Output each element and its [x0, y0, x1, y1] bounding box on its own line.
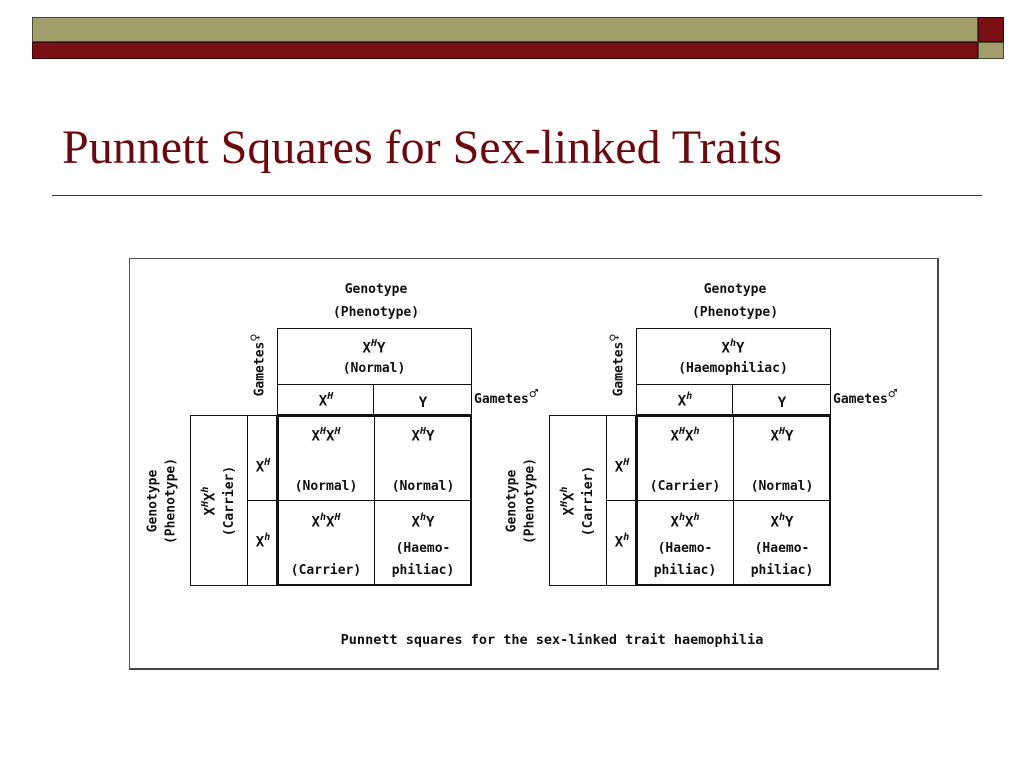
- sq2-female-gametes-label: Gametes♀: [607, 333, 627, 397]
- sq1-left-genotype-phenotype-header: Genotype (Phenotype): [145, 457, 178, 545]
- header-corner-square-maroon: [978, 17, 1004, 42]
- sq1-father-gamete-1: XH: [318, 391, 334, 410]
- sq1-mother-box: [190, 415, 248, 586]
- sq2-mother-labels: XHXh (Carrier): [558, 465, 596, 537]
- punnett-figure: Genotype (Phenotype) XHY (Normal) XH Y G…: [129, 258, 939, 670]
- sq2-offspring-r2c1-genotype: XhXh: [670, 512, 700, 531]
- sq2-offspring-r2c2-phenotype-line2: philiac): [750, 563, 814, 578]
- sq1-female-gametes-label: Gametes♀: [248, 333, 268, 397]
- sq1-grid-hline: [277, 500, 472, 501]
- sq1-father-gamete-2: Y: [418, 395, 428, 411]
- sq2-offspring-r2c2-phenotype-line1: (Haemo-: [754, 541, 810, 556]
- sq1-father-genotype: XHY: [362, 338, 386, 357]
- header-band-maroon: [32, 42, 978, 59]
- sq1-mother-gamete-1-cell: [248, 415, 277, 501]
- sq2-offspring-r2c1-phenotype-line1: (Haemo-: [657, 541, 713, 556]
- sq2-offspring-r2c1-phenotype-line2: philiac): [653, 563, 717, 578]
- sq2-male-gametes-label: Gametes♂: [833, 387, 898, 407]
- sq1-phenotype-header: (Phenotype): [332, 305, 420, 320]
- male-symbol-icon: ♂: [528, 387, 539, 400]
- sq2-father-gamete-1: Xh: [677, 391, 693, 410]
- sq2-offspring-r1c2-genotype: XHY: [770, 426, 794, 445]
- sq2-mother-gamete-2-cell: [607, 501, 636, 586]
- sq1-mother-gamete-2-cell: [248, 501, 277, 586]
- sq1-mother-labels: XHXh (Carrier): [199, 465, 237, 537]
- sq2-mother-gamete-1-cell: [607, 415, 636, 501]
- sq1-mother-gamete-2: Xh: [255, 532, 271, 551]
- male-symbol-icon: ♂: [887, 387, 898, 400]
- sq2-grid-hline: [636, 500, 831, 501]
- figure-caption: Punnett squares for the sex-linked trait…: [340, 632, 764, 648]
- sq1-offspring-r2c1-phenotype: (Carrier): [290, 563, 362, 578]
- sq1-offspring-r2c2-phenotype-line2: philiac): [391, 563, 455, 578]
- sq2-genotype-header: Genotype: [703, 282, 767, 297]
- sq1-father-phenotype: (Normal): [342, 361, 406, 376]
- sq2-father-gamete-2-cell: [733, 385, 831, 415]
- sq2-offspring-r1c1-genotype: XHXh: [670, 426, 700, 445]
- sq2-offspring-r1c2-phenotype: (Normal): [750, 479, 814, 494]
- sq1-father-gamete-2-cell: [374, 385, 472, 415]
- sq2-phenotype-header: (Phenotype): [691, 305, 779, 320]
- sq1-male-gametes-label: Gametes♂: [474, 387, 539, 407]
- title-divider: [52, 195, 982, 196]
- sq1-mother-gamete-1: XH: [255, 457, 271, 476]
- sq1-offspring-r1c1-phenotype: (Normal): [294, 479, 358, 494]
- header-band-olive: [32, 17, 978, 42]
- sq2-father-box: [636, 328, 831, 385]
- sq2-father-gamete-2: Y: [777, 395, 787, 411]
- sq1-offspring-r1c2-genotype: XHY: [411, 426, 435, 445]
- sq2-mother-gamete-1: XH: [614, 457, 630, 476]
- sq2-mother-box: [549, 415, 607, 586]
- sq1-offspring-r1c2-phenotype: (Normal): [391, 479, 455, 494]
- sq1-offspring-r2c1-genotype: XhXH: [311, 512, 341, 531]
- sq1-father-box: [277, 328, 472, 385]
- sq2-left-genotype-phenotype-header: Genotype (Phenotype): [504, 457, 537, 545]
- sq1-offspring-r1c1-genotype: XHXH: [311, 426, 341, 445]
- sq2-father-gamete-1-cell: [636, 385, 733, 415]
- sq1-offspring-r2c2-phenotype-line1: (Haemo-: [395, 541, 451, 556]
- female-symbol-icon: ♀: [607, 333, 621, 342]
- female-symbol-icon: ♀: [248, 333, 262, 342]
- sq2-father-genotype: XhY: [721, 338, 745, 357]
- sq2-father-phenotype: (Haemophiliac): [678, 361, 788, 376]
- sq1-genotype-header: Genotype: [344, 282, 408, 297]
- sq2-mother-gamete-2: Xh: [614, 532, 630, 551]
- slide-title: Punnett Squares for Sex-linked Traits: [62, 121, 782, 174]
- sq1-father-gamete-1-cell: [277, 385, 374, 415]
- sq2-offspring-r1c1-phenotype: (Carrier): [649, 479, 721, 494]
- header-corner-square-olive: [978, 42, 1004, 59]
- sq1-offspring-r2c2-genotype: XhY: [411, 512, 435, 531]
- sq2-offspring-r2c2-genotype: XhY: [770, 512, 794, 531]
